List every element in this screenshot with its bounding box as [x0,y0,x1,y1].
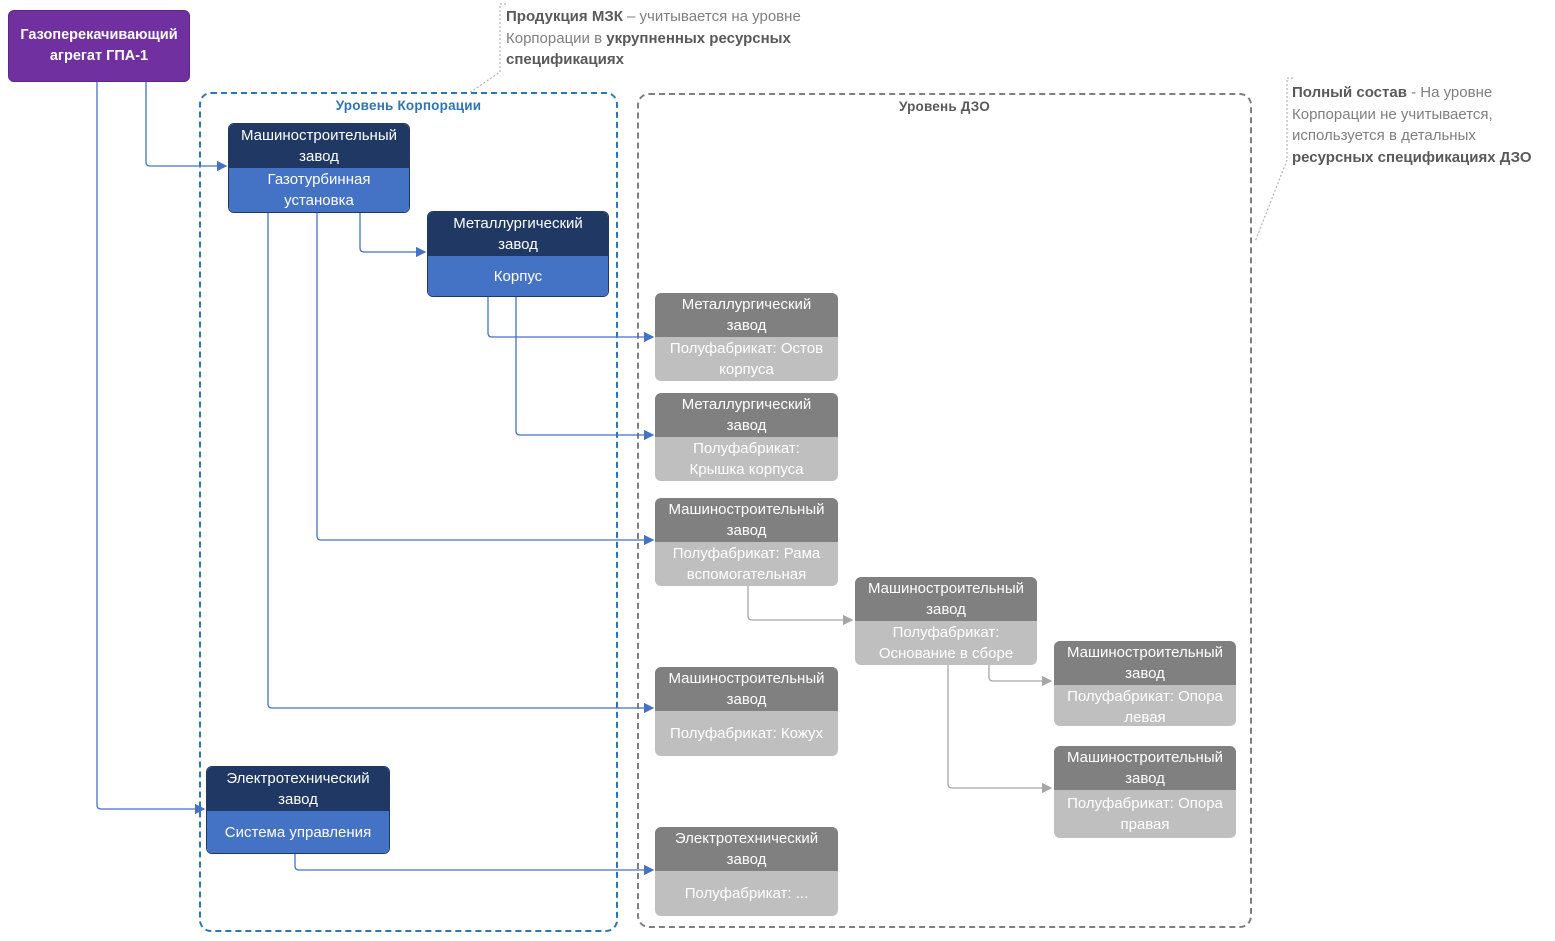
annotation-top: Продукция МЗК – учитывается на уровне Ко… [506,6,821,71]
leader-top-annotation [468,3,506,94]
node-header: Машиностроительный завод [229,124,409,168]
region-corporation-label: Уровень Корпорации [335,98,482,113]
node-body: Полуфабрикат: Рама вспомогательная [655,542,838,586]
node-mz-opora-left: Машиностроительный завод Полуфабрикат: О… [1054,641,1236,726]
node-body: Система управления [207,811,389,853]
region-dzo-label: Уровень ДЗО [899,99,990,114]
node-body: Полуфабрикат: Основание в сборе [855,621,1037,665]
annotation-text: – учитывается на уровне Корпорации в [506,8,801,47]
annotation-bold-text: ресурсных спецификациях ДЗО [1292,148,1532,166]
node-header: Металлургический завод [655,393,838,437]
node-header: Электротехнический завод [207,767,389,811]
node-mz-osnovanie: Машиностроительный завод Полуфабрикат: О… [855,577,1037,665]
node-body: Полуфабрикат: Опора левая [1054,685,1236,726]
node-metz-korpus: Металлургический завод Корпус [427,211,609,297]
node-header: Электротехнический завод [655,827,838,871]
node-body: Корпус [428,256,608,296]
annotation-bold-text: Продукция МЗК [506,8,623,25]
node-etz-su: Электротехнический завод Система управле… [206,766,390,854]
node-mz-gtu: Машиностроительный завод Газотурбинная у… [228,123,410,213]
annotation-text: - На уровне Корпорации не учитывается, и… [1292,84,1493,144]
node-mz-rama: Машиностроительный завод Полуфабрикат: Р… [655,498,838,586]
node-header: Машиностроительный завод [655,498,838,542]
node-mz-kozhuh: Машиностроительный завод Полуфабрикат: К… [655,667,838,756]
annotation-right: Полный состав - На уровне Корпорации не … [1292,82,1550,168]
node-header: Машиностроительный завод [1054,746,1236,790]
node-header: Машиностроительный завод [855,577,1037,621]
node-body: Полуфабрикат: Крышка корпуса [655,437,838,481]
node-body: Газотурбинная установка [229,168,409,212]
node-gpa-product: Газоперекачивающий агрегат ГПА-1 [8,10,190,82]
connector-gpa-to-etz-su [96,80,206,815]
annotation-bold-text: укрупненных ресурсных спецификациях [506,29,791,69]
node-mz-opora-right: Машиностроительный завод Полуфабрикат: О… [1054,746,1236,838]
node-header: Машиностроительный завод [655,667,838,711]
node-etz-polufabrikat: Электротехнический завод Полуфабрикат: .… [655,827,838,916]
node-body: Полуфабрикат: Опора правая [1054,790,1236,838]
node-header: Металлургический завод [655,293,838,337]
node-metz-kryshka: Металлургический завод Полуфабрикат: Кры… [655,393,838,481]
node-metz-ostov: Металлургический завод Полуфабрикат: Ост… [655,293,838,381]
annotation-bold-text: Полный состав [1292,84,1407,101]
node-body: Полуфабрикат: Кожух [655,711,838,756]
node-body: Полуфабрикат: ... [655,871,838,916]
node-header: Машиностроительный завод [1054,641,1236,685]
node-header: Металлургический завод [428,212,608,256]
node-body: Полуфабрикат: Остов корпуса [655,337,838,381]
leader-right-annotation [1254,77,1293,243]
node-title: Газоперекачивающий агрегат ГПА-1 [20,27,178,64]
